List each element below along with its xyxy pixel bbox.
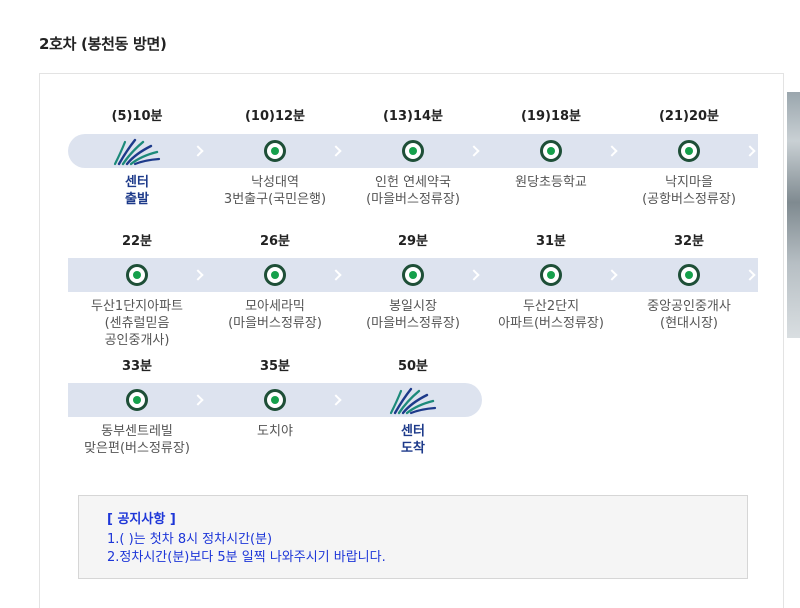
stop-name: 모아세라믹 (마을버스정류장) xyxy=(228,299,322,331)
stop-time: 31분 xyxy=(535,234,567,249)
stop-name: 원당초등학교 xyxy=(515,175,587,190)
stop-name: 낙성대역 3번출구(국민은행) xyxy=(223,175,327,207)
stop-name: 봉일시장 (마을버스정류장) xyxy=(366,299,460,331)
stop-time: 35분 xyxy=(259,359,291,374)
stop-time: (10)12분 xyxy=(244,109,306,124)
stop-marker-icon xyxy=(540,264,562,286)
stop-marker-icon xyxy=(126,389,148,411)
center-logo xyxy=(113,136,161,166)
stop-name: 인헌 연세약국 (마을버스정류장) xyxy=(366,175,460,207)
stop-marker-icon xyxy=(264,140,286,162)
stop-time: (5)10분 xyxy=(111,109,163,124)
stop-name: 센터 도착 xyxy=(401,424,425,456)
stop-name: 두산1단지아파트 (센츄럴믿음 공인중개사) xyxy=(91,299,183,348)
bus-center-logo-icon xyxy=(113,138,161,166)
stop-marker-icon xyxy=(678,140,700,162)
center-logo xyxy=(389,385,437,415)
notice-line-2: 2.정차시간(분)보다 5분 일찍 나와주시기 바랍니다. xyxy=(107,550,386,565)
stop-marker-icon xyxy=(678,264,700,286)
notice-line-1: 1.( )는 첫차 8시 정차시간(분) xyxy=(107,532,273,547)
stop-marker-icon xyxy=(402,264,424,286)
stop-name: 도치야 xyxy=(257,424,293,439)
stop-name: 센터 출발 xyxy=(125,175,149,207)
stop-marker-icon xyxy=(402,140,424,162)
stop-time: (21)20분 xyxy=(658,109,720,124)
stop-marker-icon xyxy=(264,389,286,411)
stop-name: 낙지마을 (공항버스정류장) xyxy=(642,175,736,207)
notice-title: [ 공지사항 ] xyxy=(107,512,176,527)
stop-time: (19)18분 xyxy=(520,109,582,124)
notice-box: [ 공지사항 ] 1.( )는 첫차 8시 정차시간(분) 2.정차시간(분)보… xyxy=(78,495,748,579)
stop-marker-icon xyxy=(540,140,562,162)
stop-marker-icon xyxy=(126,264,148,286)
stop-time: 26분 xyxy=(259,234,291,249)
stop-name: 중앙공인중개사 (현대시장) xyxy=(647,299,731,331)
side-photo-edge xyxy=(787,92,800,338)
stop-time: 22분 xyxy=(121,234,153,249)
stop-name: 동부센트레빌 맞은편(버스정류장) xyxy=(84,424,190,456)
stop-time: 50분 xyxy=(397,359,429,374)
stop-time: 29분 xyxy=(397,234,429,249)
stop-time: (13)14분 xyxy=(382,109,444,124)
bus-center-logo-icon xyxy=(389,387,437,415)
stop-time: 32분 xyxy=(673,234,705,249)
stop-time: 33분 xyxy=(121,359,153,374)
stop-name: 두산2단지 아파트(버스정류장) xyxy=(498,299,604,331)
stop-marker-icon xyxy=(264,264,286,286)
page-title: 2호차 (봉천동 방면) xyxy=(39,35,167,53)
